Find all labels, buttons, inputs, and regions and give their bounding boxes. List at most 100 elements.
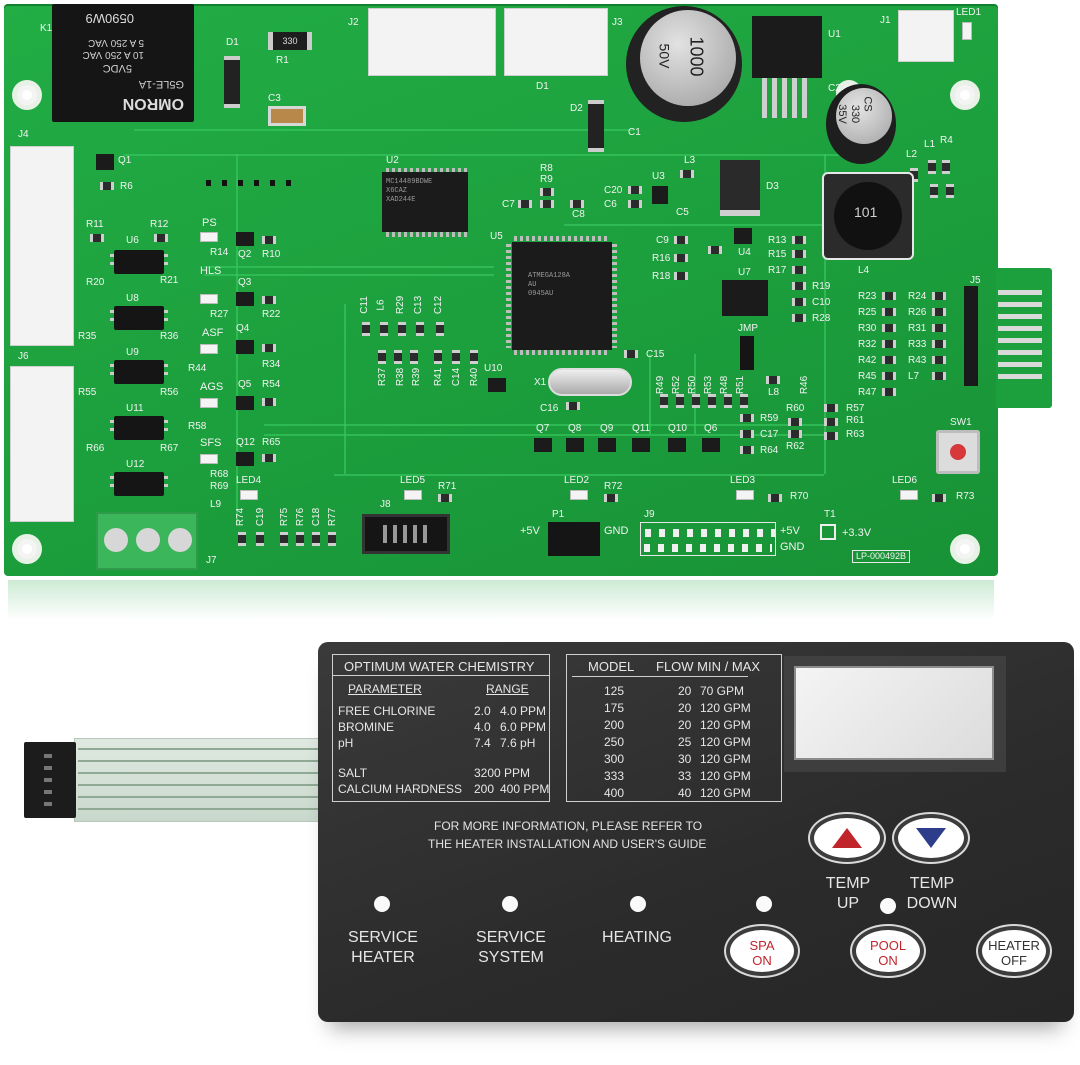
label-led5: LED5 — [400, 475, 426, 486]
temp-up-button[interactable] — [810, 814, 884, 862]
optocoupler-u8 — [110, 306, 168, 330]
relay-brand: OMRON — [122, 95, 184, 112]
flow-model: 175 — [604, 701, 625, 715]
label-c6: C6 — [604, 199, 617, 210]
label-r52: R52 — [671, 375, 683, 395]
flow-max: 120 GPM — [700, 752, 751, 766]
spa-on-button[interactable]: SPA ON — [726, 926, 798, 976]
relay-rating-3: 5VDC — [102, 62, 132, 74]
connector-j2 — [368, 8, 496, 76]
label-d2: D2 — [570, 103, 583, 114]
temp-up-label-line1: TEMP — [825, 875, 871, 892]
led1 — [962, 22, 972, 40]
label-r55: R55 — [78, 387, 97, 398]
pool-on-button[interactable]: POOL ON — [852, 926, 924, 976]
board-part-number: LP-000492B — [852, 550, 911, 563]
reset-button-sw1[interactable] — [936, 430, 980, 474]
label-r71: R71 — [438, 481, 457, 492]
label-l8: L8 — [768, 387, 780, 398]
label-v1: D1 — [536, 81, 549, 92]
heater-off-line2: OFF — [1001, 953, 1027, 968]
service-system-led — [502, 896, 518, 912]
temp-up-label-line2: UP — [836, 895, 860, 912]
c2-value: 330 — [849, 104, 862, 124]
c2-voltage: 35V — [835, 104, 848, 124]
relay-model: G5LE-1A — [138, 78, 184, 90]
label-r26: R26 — [908, 307, 927, 318]
label-r73: R73 — [956, 491, 975, 502]
label-u2: U2 — [386, 155, 399, 166]
label-r49: R49 — [655, 375, 667, 395]
chemistry-param: pH — [338, 736, 354, 750]
heating-label: HEATING — [602, 929, 672, 946]
service-system-line1: SERVICE — [476, 929, 546, 946]
label-p1: P1 — [552, 509, 565, 520]
temp-down-button[interactable] — [894, 814, 968, 862]
capacitor-c3 — [268, 106, 306, 126]
label-asf: ASF — [202, 327, 224, 339]
flow-max: 120 GPM — [700, 769, 751, 783]
label-l3: L3 — [684, 155, 696, 166]
mounting-hole — [12, 534, 42, 564]
pool-on-line1: POOL — [869, 938, 907, 953]
label-j3: J3 — [612, 17, 623, 28]
label-r65: R65 — [262, 437, 281, 448]
temp-down-label: TEMP DOWN — [898, 874, 966, 914]
u2-line1: MC14489BDWE — [386, 178, 433, 186]
label-r47: R47 — [858, 387, 877, 398]
label-r64: R64 — [760, 445, 779, 456]
label-u8: U8 — [126, 293, 139, 304]
optocoupler-u12 — [110, 472, 168, 496]
label-c15: C15 — [646, 349, 665, 360]
label-q6: Q6 — [704, 423, 718, 434]
label-l6: L6 — [375, 299, 387, 311]
temp-down-label-line2: DOWN — [906, 895, 958, 912]
label-r33: R33 — [908, 339, 927, 350]
label-gnd-right: GND — [780, 541, 805, 553]
flow-max: 120 GPM — [700, 718, 751, 732]
flow-min: 20 — [678, 701, 692, 715]
flow-max: 70 GPM — [700, 684, 745, 698]
chemistry-max: 4.0 PPM — [500, 704, 547, 718]
label-l7: L7 — [908, 371, 920, 382]
u5-line3: 0945AU — [528, 290, 554, 299]
diode-d2 — [588, 100, 604, 152]
test-point-t1 — [820, 524, 836, 540]
label-led3: LED3 — [730, 475, 756, 486]
label-q5: Q5 — [238, 379, 252, 390]
label-r20: R20 — [86, 277, 105, 288]
mounting-hole — [950, 80, 980, 110]
flow-model: 250 — [604, 735, 625, 749]
flow-header-flow: FLOW MIN / MAX — [656, 659, 760, 674]
j5-header — [964, 286, 978, 386]
label-r41: R41 — [433, 367, 445, 387]
label-c20: C20 — [604, 185, 623, 196]
flow-model: 333 — [604, 769, 625, 783]
label-u9: U9 — [126, 347, 139, 358]
membrane-keypad-panel: OPTIMUM WATER CHEMISTRY PARAMETER RANGE … — [318, 642, 1074, 1022]
chemistry-min: 4.0 — [474, 720, 491, 734]
label-r48: R48 — [719, 375, 731, 395]
label-r50: R50 — [687, 375, 699, 395]
connector-j3 — [504, 8, 608, 76]
label-r8: R8 — [540, 163, 553, 174]
label-q8: Q8 — [568, 423, 582, 434]
mounting-hole — [12, 80, 42, 110]
label-r15: R15 — [768, 249, 787, 260]
label-q3: Q3 — [238, 277, 252, 288]
u5-line2: AU — [528, 281, 537, 290]
label-c7: C7 — [502, 199, 515, 210]
label-sfs: SFS — [200, 437, 222, 449]
label-led1: LED1 — [956, 7, 982, 18]
header-j8 — [362, 514, 450, 554]
label-r17: R17 — [768, 265, 787, 276]
flow-min: 25 — [678, 735, 692, 749]
chemistry-min: 2.0 — [474, 704, 491, 718]
terminal-block-j7 — [96, 512, 198, 570]
label-r60: R60 — [786, 403, 805, 414]
spa-on-line2: ON — [752, 953, 772, 968]
heater-off-button[interactable]: HEATER OFF — [978, 926, 1050, 976]
u2-line2: X6CAZ — [386, 187, 408, 196]
label-r23: R23 — [858, 291, 877, 302]
microcontroller-u5: ATMEGA128A AU 0945AU — [512, 242, 612, 350]
